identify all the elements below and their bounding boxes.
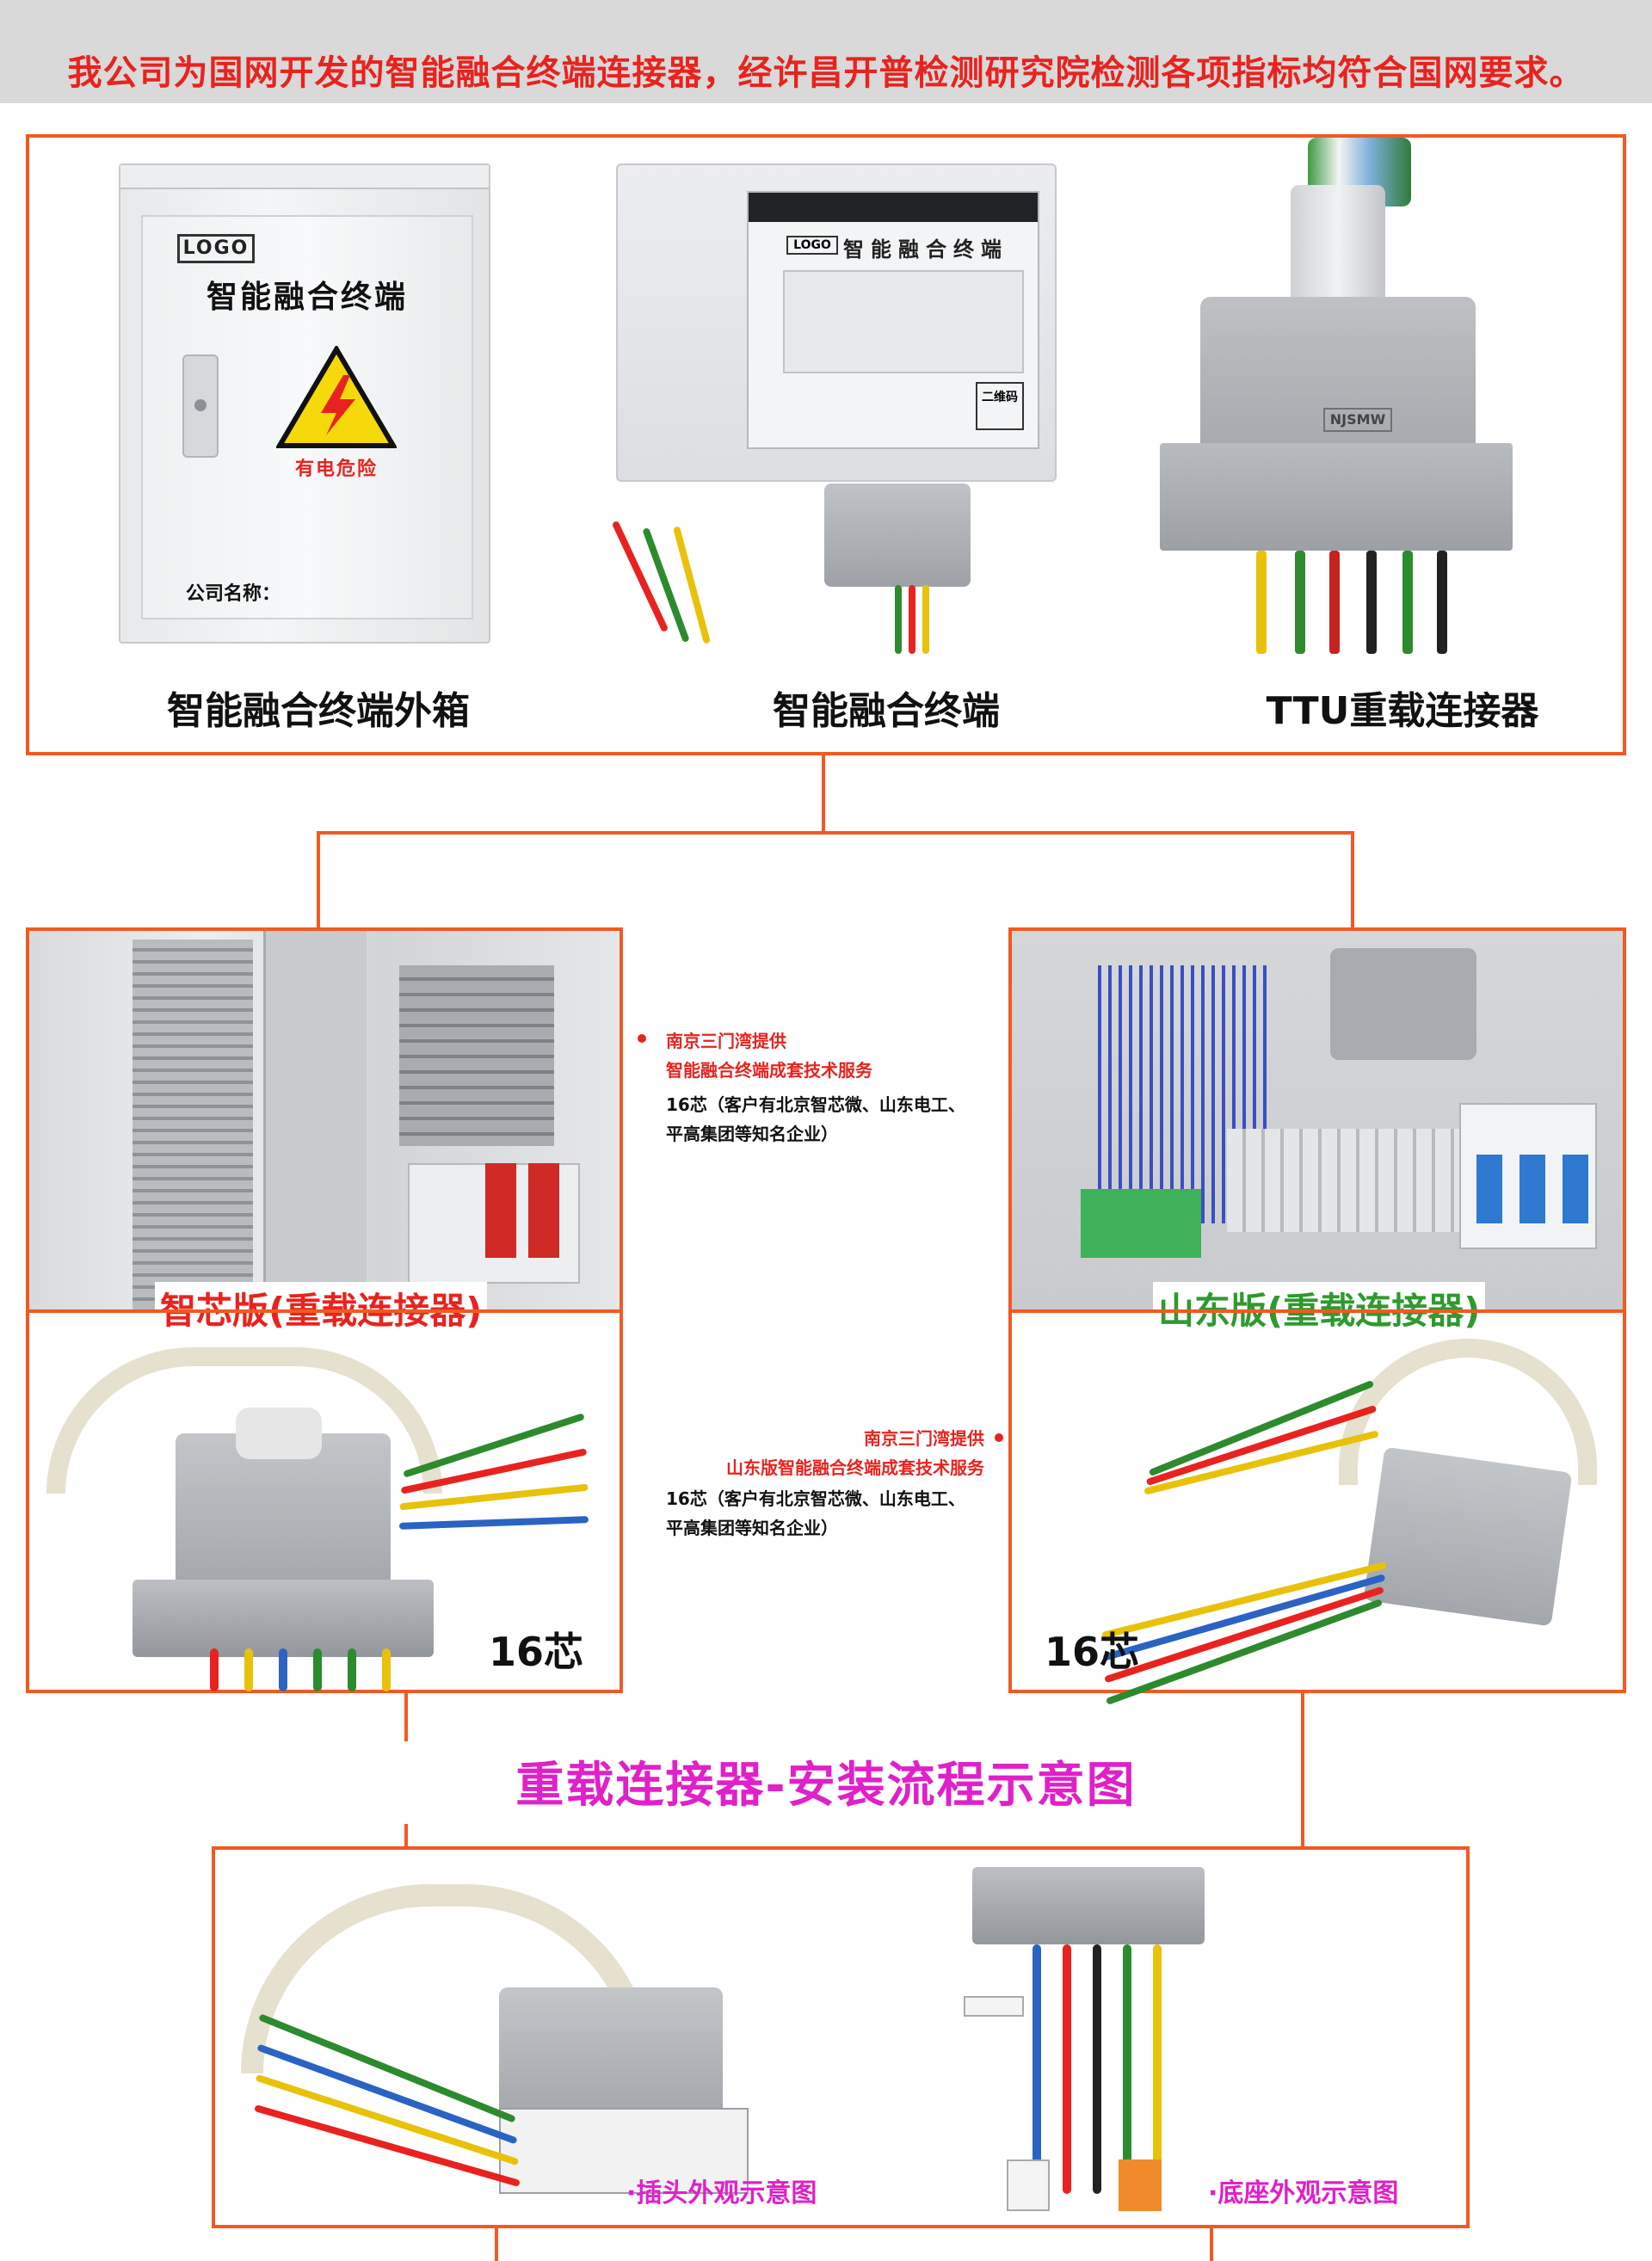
- note-bottom-line2: 山东版智能融合终端成套技术服务: [726, 1457, 984, 1478]
- electric-hazard-icon: [276, 346, 397, 448]
- terminal-wire: [895, 585, 902, 654]
- terminal-enclosure-image: LOGO 智能融合终端 有电危险 公司名称：: [119, 163, 490, 644]
- terminal-wire: [922, 585, 929, 654]
- note-top-line1: 南京三门湾提供: [666, 1031, 786, 1051]
- installation-flow-title: 重载连接器-安装流程示意图: [515, 1758, 1137, 1814]
- note-bullet-icon: [638, 1034, 646, 1043]
- connector-line: [317, 831, 1354, 835]
- note-top-line4: 平高集团等知名企业）: [666, 1124, 838, 1144]
- fusion-terminal-image: LOGO 智能融合终端 二维码: [616, 163, 1057, 587]
- zhixin-cabinet-photo: [29, 931, 620, 1309]
- shandong-cabinet-photo: [1012, 931, 1623, 1309]
- connector-line: [404, 1824, 408, 1848]
- top-banner: 我公司为国网开发的智能融合终端连接器，经许昌开普检测研究院检测各项指标均符合国网…: [0, 0, 1652, 103]
- note-bottom-line3: 16芯（客户有北京智芯微、山东电工、: [666, 1488, 965, 1509]
- terminal-caption: 智能融合终端: [773, 689, 1000, 733]
- connector-line: [29, 1309, 620, 1313]
- terminal-connector-plug: [824, 484, 971, 587]
- enclosure-logo-label: LOGO: [177, 234, 255, 263]
- plug-appearance-label: ·插头外观示意图: [626, 2178, 817, 2209]
- ttu-connector-hood: [1200, 297, 1476, 443]
- ttu-brand-label: NJSMW: [1323, 408, 1392, 432]
- enclosure-caption: 智能融合终端外箱: [167, 689, 470, 733]
- enclosure-door: LOGO 智能融合终端 有电危险 公司名称：: [141, 215, 473, 619]
- note-top-line2: 智能融合终端成套技术服务: [666, 1060, 872, 1081]
- company-name-label: 公司名称：: [186, 583, 281, 605]
- enclosure-title-label: 智能融合终端: [206, 280, 408, 315]
- ttu-wire: [1437, 551, 1447, 654]
- ttu-wire: [1366, 551, 1377, 654]
- connector-line: [1012, 1309, 1623, 1313]
- note-top-line3: 16芯（客户有北京智芯微、山东电工、: [666, 1094, 965, 1115]
- socket-appearance-image: [946, 1850, 1308, 2225]
- zhixin-connector-image: [29, 1313, 620, 1691]
- shandong-core-label: 16芯: [1045, 1629, 1140, 1675]
- connector-line: [1210, 2228, 1213, 2261]
- note-bottom-line4: 平高集团等知名企业）: [666, 1518, 838, 1538]
- connector-line: [495, 2228, 498, 2261]
- terminal-title-label: 智能融合终端: [843, 237, 1008, 262]
- ttu-wire: [1402, 551, 1413, 654]
- ttu-cable-gland: [1291, 185, 1385, 305]
- note-bullet-icon: [995, 1433, 1003, 1442]
- terminal-front-panel: LOGO 智能融合终端 二维码: [747, 191, 1039, 449]
- ttu-wire: [1256, 551, 1267, 654]
- connector-line: [1301, 1693, 1304, 1848]
- ttu-connector-base: [1160, 443, 1513, 551]
- enclosure-top-lip: [120, 165, 489, 189]
- terminal-wire: [909, 585, 915, 654]
- lock-icon: [182, 354, 219, 458]
- zhixin-core-label: 16芯: [489, 1629, 584, 1675]
- socket-appearance-label: ·底座外观示意图: [1208, 2178, 1399, 2209]
- note-bottom-line1: 南京三门湾提供: [864, 1428, 984, 1449]
- ttu-wire: [1295, 551, 1305, 654]
- plug-appearance-image: [215, 1850, 852, 2225]
- shandong-version-label: 山东版(重载连接器): [1153, 1282, 1486, 1334]
- connector-line: [822, 755, 825, 833]
- warning-label: 有电危险: [294, 459, 378, 480]
- terminal-spec-grid: [783, 270, 1024, 373]
- ttu-caption: TTU重载连接器: [1266, 689, 1539, 733]
- shandong-connector-image: [1012, 1313, 1623, 1705]
- banner-text: 我公司为国网开发的智能融合终端连接器，经许昌开普检测研究院检测各项指标均符合国网…: [67, 53, 1585, 93]
- terminal-qr-label: 二维码: [976, 382, 1024, 430]
- terminal-logo-label: LOGO: [786, 236, 838, 255]
- connector-line: [317, 831, 320, 929]
- connector-line: [404, 1693, 408, 1741]
- connector-line: [1351, 831, 1354, 929]
- ttu-wire: [1329, 551, 1340, 654]
- terminal-led-strip: [749, 193, 1038, 222]
